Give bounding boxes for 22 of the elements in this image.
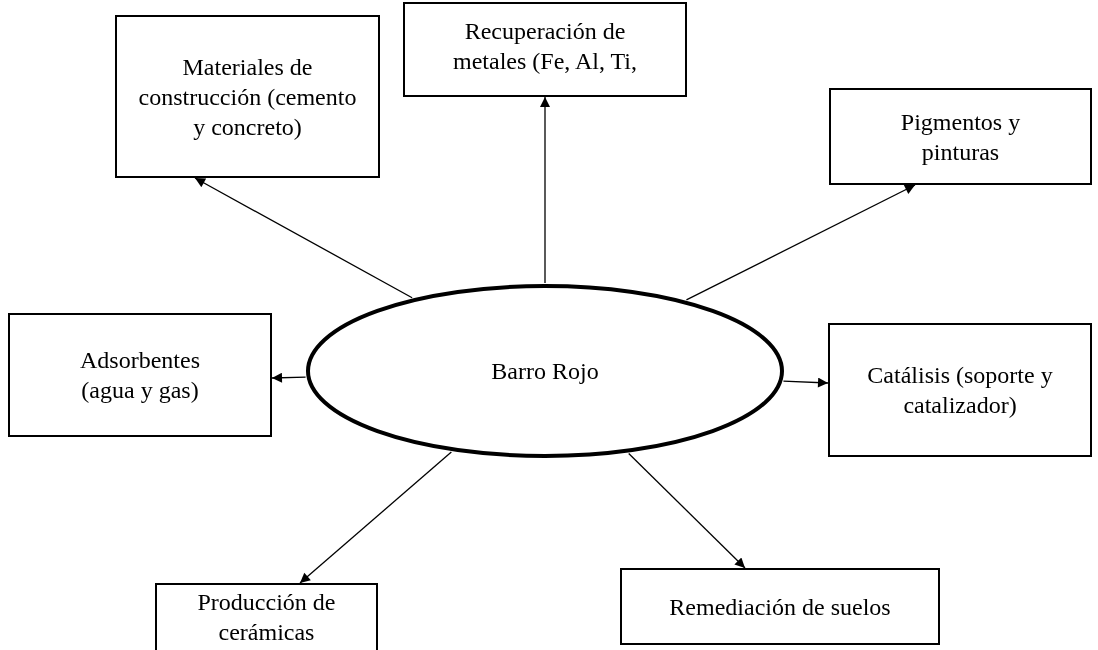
- text-box: [115, 15, 380, 178]
- arrow: [194, 177, 413, 299]
- node-label: Recuperación de metales (Fe, Al, Ti,: [452, 17, 638, 76]
- node-label: Adsorbentes (agua y gas): [79, 346, 201, 405]
- arrow: [782, 377, 829, 388]
- node-label: Producción de cerámicas: [196, 588, 337, 647]
- node-label: Pigmentos y pinturas: [899, 107, 1022, 167]
- text-box: [620, 568, 940, 645]
- text-box: [403, 2, 687, 97]
- arrow: [628, 452, 746, 569]
- text-box: [829, 88, 1092, 185]
- node-label: Materiales de construcción (cemento y concreto): [137, 52, 358, 142]
- node-label: Remediación de suelos: [669, 592, 891, 622]
- arrow: [299, 451, 452, 584]
- text-box: [828, 323, 1092, 457]
- arrow: [271, 372, 307, 383]
- node-label: Barro Rojo: [491, 357, 599, 386]
- arrow: [540, 96, 550, 284]
- node-label: Catálisis (soporte y catalizador): [866, 361, 1054, 420]
- text-box: [8, 313, 272, 437]
- text-box: [155, 583, 378, 650]
- arrow: [685, 184, 916, 301]
